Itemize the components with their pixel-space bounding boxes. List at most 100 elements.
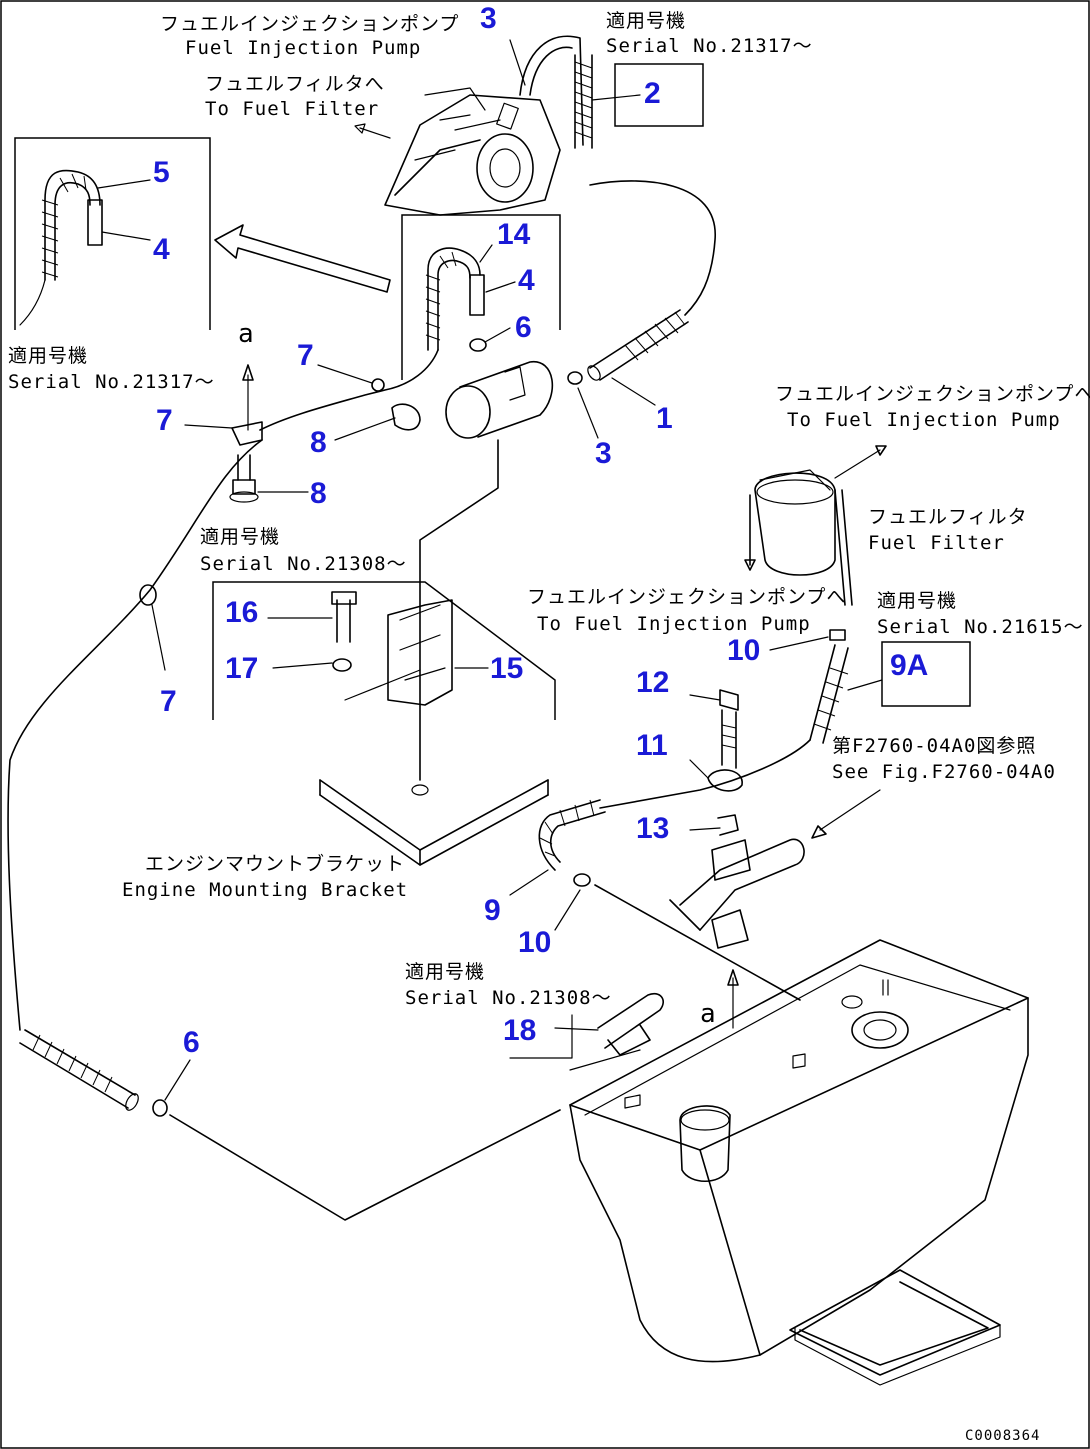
fuel-tank-bracket-pipe [669,838,805,949]
see-fig-jp: 第F2760-04A0図参照 [832,735,1036,757]
arrow-a2-label: a [700,999,716,1029]
to-pump-mid-jp: フュエルインジェクションポンプへ [527,586,846,608]
fuel-filter-en: Fuel Filter [868,532,1005,554]
part-18 [569,992,664,1071]
clamp-3-mid [567,371,583,385]
engine-mount-jp: エンジンマウントブラケット [145,852,405,875]
text-labels: フュエルインジェクションポンプ Fuel Injection Pump 適用号機… [8,10,1090,1444]
part-number: 1 [656,402,673,435]
part-number: 17 [225,652,258,685]
arrow-head-right [875,445,887,456]
part-number: 8 [310,426,327,459]
fuel-line-left [7,439,263,1031]
fuel-filter-jp: フュエルフィルタ [868,506,1028,528]
see-fig-arrow [819,789,881,831]
engine-mounting-bracket [319,779,549,866]
clip-8 [391,403,421,431]
see-fig-en: See Fig.F2760-04A0 [832,761,1056,783]
serial-top-jp: 適用号機 [606,10,686,32]
part-number: 9A [890,649,928,682]
hose-9 [538,799,606,871]
serial-box-9A [881,641,971,707]
part-number: 3 [595,437,612,470]
to-fuel-filter-en: To Fuel Filter [205,98,379,120]
part-number: 7 [156,404,173,437]
inset-left [14,137,211,330]
serial-bottom-jp: 適用号機 [405,961,485,983]
to-pump-mid-en: To Fuel Injection Pump [537,613,811,635]
clamp-11 [707,769,743,792]
serial-left-en: Serial No.21317～ [8,371,215,393]
fuel-filter-right [744,469,853,606]
line-to-bracket [419,439,499,781]
inset-mid [401,214,561,380]
to-pump-right-en: To Fuel Injection Pump [787,409,1061,431]
part-number: 2 [644,77,661,110]
hose-2 [519,35,593,149]
part-number: 16 [225,596,258,629]
clip-13 [717,814,739,836]
fuel-line-bottom [169,1109,561,1221]
line-to-tank [594,884,801,1001]
part-number: 18 [503,1014,536,1047]
hose-1 [587,309,689,381]
clamp-7-lower [139,584,157,606]
part-number: 14 [497,218,531,251]
clamp-10-lower [573,873,591,887]
serial-left-jp: 適用号機 [8,345,88,367]
fuel-line-clamp7 [259,349,439,431]
serial-top-en: Serial No.21317～ [606,35,813,57]
part-number: 8 [310,477,327,510]
arrow-to-pump-right [834,449,881,479]
hose-lower-left [19,1029,139,1111]
part-number: 3 [480,2,497,35]
clamp-7-top [371,378,385,392]
fuel-tank [569,939,1029,1386]
part-number: 9 [484,894,501,927]
part-number: 13 [636,812,669,845]
part-number: 6 [515,311,532,344]
fuel-filter-mid [445,361,554,439]
clamp-7-mid [231,421,263,446]
serial-mid-jp: 適用号機 [200,526,280,548]
part-numbers: 3 2 5 4 14 4 6 7 7 8 8 1 3 16 17 15 7 10… [153,2,928,1059]
to-fuel-filter-jp: フュエルフィルタへ [205,73,385,95]
part-number: 4 [153,233,170,266]
big-arrow [214,224,391,293]
serial-bottom-en: Serial No.21308～ [405,987,612,1009]
arrow-a-label: a [238,319,254,349]
serial-right-en: Serial No.21615～ [877,616,1084,638]
part-number: 12 [636,666,669,699]
a-arrow-head [242,364,254,381]
bracket-detail [212,581,556,720]
hose-9A [809,629,849,744]
part-number: 11 [636,729,668,762]
fuel-injection-pump-jp: フュエルインジェクションポンプ [160,13,459,35]
part-number: 15 [490,652,523,685]
to-pump-right-jp: フュエルインジェクションポンプへ [775,383,1090,405]
leader-lines [97,39,883,1101]
arrow-head [354,123,366,134]
fuel-injection-pump [384,87,561,216]
leader-7 [151,604,166,671]
clamp-6-bottom [152,1099,168,1117]
part-number: 10 [727,634,760,667]
engine-mount-en: Engine Mounting Bracket [122,879,408,901]
part-number: 5 [153,156,170,189]
see-fig-arrow-head [811,825,827,839]
fuel-injection-pump-en: Fuel Injection Pump [185,37,421,59]
serial-box-2 [614,63,704,127]
part-number: 6 [183,1026,200,1059]
part-number: 4 [518,264,535,297]
a-arrow-head-2 [727,969,739,986]
part-number: 10 [518,926,551,959]
part-number: 7 [297,339,314,372]
bolt-8 [229,454,259,503]
drawing-code: C0008364 [965,1428,1040,1444]
serial-right-jp: 適用号機 [877,590,957,612]
fuel-line-upper [589,180,716,316]
to-fuel-filter-arrow [359,127,391,139]
bolt-12 [719,689,739,769]
